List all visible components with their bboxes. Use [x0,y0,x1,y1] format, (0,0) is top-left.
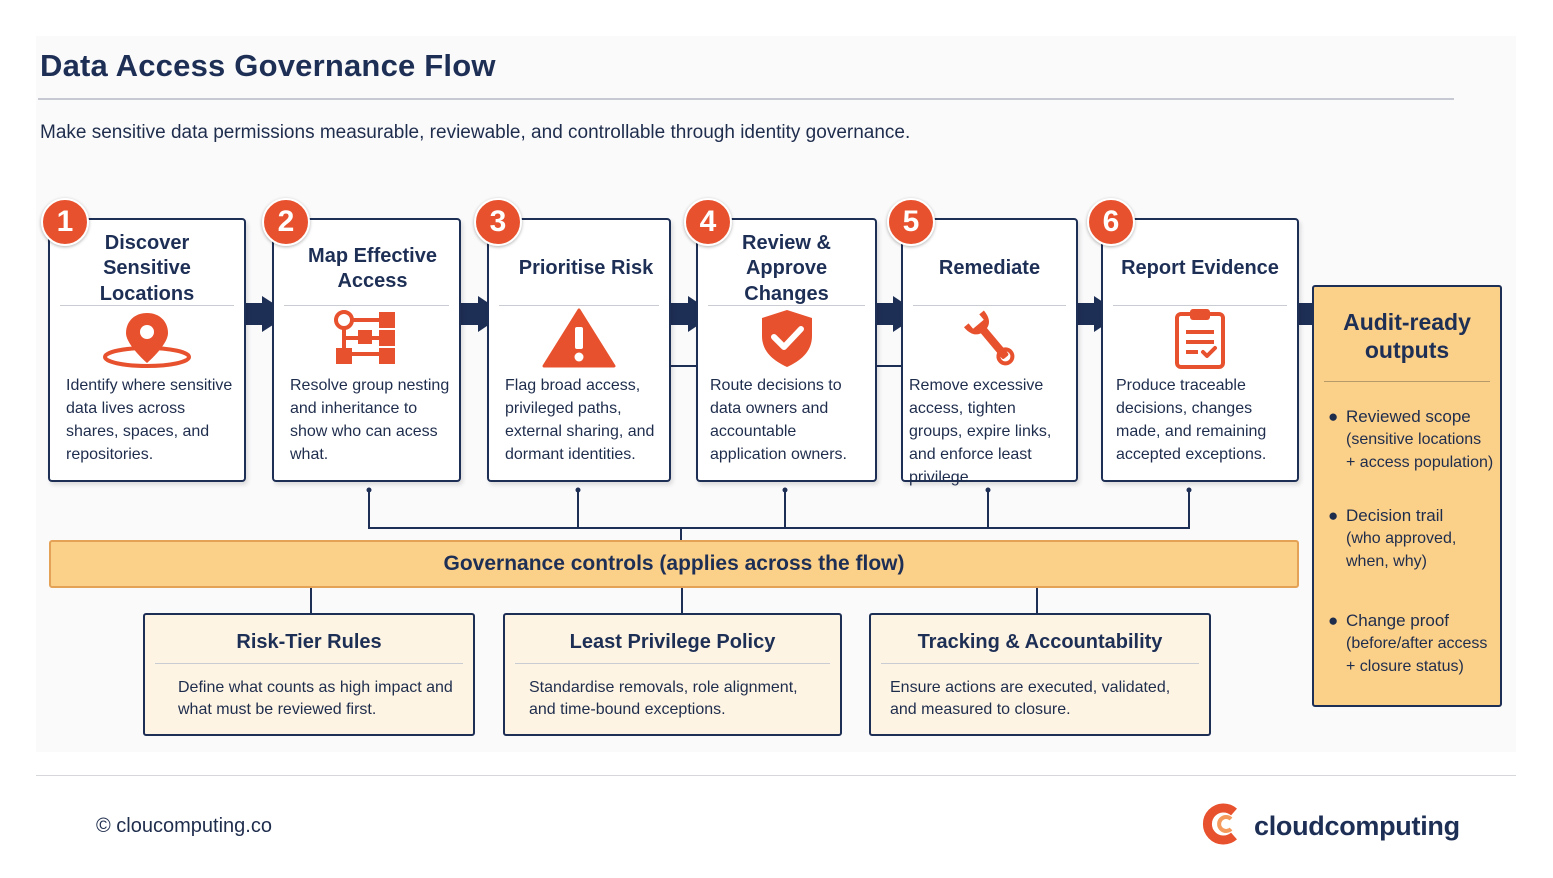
step-divider [708,305,865,306]
title-divider [38,98,1454,100]
step-description: Identify where sensitive data lives acro… [66,377,233,463]
shield-check-icon [698,308,875,368]
step-card-remediate: Remediate Remove excessive access, tight… [901,218,1078,486]
step-card-map-access: Map Effective Access Resolve group nesti… [272,218,461,482]
control-description: Define what counts as high impact and wh… [178,679,453,718]
step-description: Route decisions to data owners and accou… [710,377,847,463]
step-description: Remove excessive access, tighten groups,… [909,377,1052,486]
step-card-prioritise-risk: Prioritise Risk Flag broad access, privi… [487,218,671,482]
audit-divider [1324,381,1490,382]
control-divider [155,663,463,664]
control-title: Tracking & Accountability [917,631,1163,653]
control-divider [881,663,1199,664]
step-divider [284,305,449,306]
step-badge-2: 2 [262,198,310,246]
audit-item-detail: (who approved, when, why) [1346,530,1457,570]
clipboard-icon [1103,308,1297,369]
step-description: Flag broad access, privileged paths, ext… [505,377,655,463]
audit-item-lead: Change proof [1346,611,1450,630]
bullet-icon: ● [1328,506,1339,525]
brand-logo[interactable]: cloudcomputing [1200,802,1460,851]
control-card-least-privilege: Least Privilege Policy Standardise remov… [503,613,842,736]
control-card-tracking: Tracking & Accountability Ensure actions… [869,613,1211,736]
step-title: Report Evidence [1121,257,1279,280]
step-card-discover: Discover Sensitive Locations Identify wh… [48,218,246,482]
step-title: Review & Approve Changes [742,231,831,305]
step-divider [499,305,659,306]
step-badge-1: 1 [41,198,89,246]
control-description: Standardise removals, role alignment, an… [529,679,798,718]
audit-item-detail: (before/after access + closure status) [1346,635,1488,675]
step-badge-6: 6 [1087,198,1135,246]
audit-outputs-panel: Audit-ready outputs ● Reviewed scope (se… [1312,285,1502,707]
wrench-icon [903,308,1076,368]
bullet-icon: ● [1328,407,1339,426]
audit-item-detail: (sensitive locations + access population… [1346,431,1494,471]
bullet-icon: ● [1328,611,1339,630]
step-card-review-approve: Review & Approve Changes Route decisions… [696,218,877,482]
page-title: Data Access Governance Flow [40,48,496,83]
warning-icon [489,308,669,368]
location-pin-icon [50,308,244,368]
control-title: Least Privilege Policy [569,631,776,653]
step-title: Discover Sensitive Locations [99,231,195,305]
step-badge-4: 4 [684,198,732,246]
control-card-risk-tier-rules: Risk-Tier Rules Define what counts as hi… [143,613,475,736]
hierarchy-icon [274,308,459,368]
step-description: Resolve group nesting and inheritance to… [290,377,450,463]
brand-mark-icon [1200,802,1242,851]
step-divider [60,305,234,306]
control-description: Ensure actions are executed, validated, … [890,679,1171,718]
step-badge-3: 3 [474,198,522,246]
governance-controls-bar: Governance controls (applies across the … [49,540,1299,588]
step-title: Map Effective Access [308,244,437,292]
step-divider [1113,305,1287,306]
footer-divider [36,775,1516,776]
control-divider [515,663,830,664]
brand-name: cloudcomputing [1254,810,1460,841]
control-title: Risk-Tier Rules [236,631,382,653]
audit-title: Audit-ready outputs [1343,309,1471,363]
step-title: Prioritise Risk [518,257,654,280]
audit-item-lead: Reviewed scope [1346,407,1471,426]
copyright-text: © cloucomputing.co [96,815,272,837]
step-badge-5: 5 [887,198,935,246]
step-description: Produce traceable decisions, changes mad… [1116,377,1267,463]
step-card-report-evidence: Report Evidence Produce traceable decisi… [1101,218,1299,482]
audit-item-lead: Decision trail [1346,506,1444,525]
step-title: Remediate [938,257,1041,280]
page-subtitle: Make sensitive data permissions measurab… [40,122,911,143]
step-divider [913,305,1066,306]
